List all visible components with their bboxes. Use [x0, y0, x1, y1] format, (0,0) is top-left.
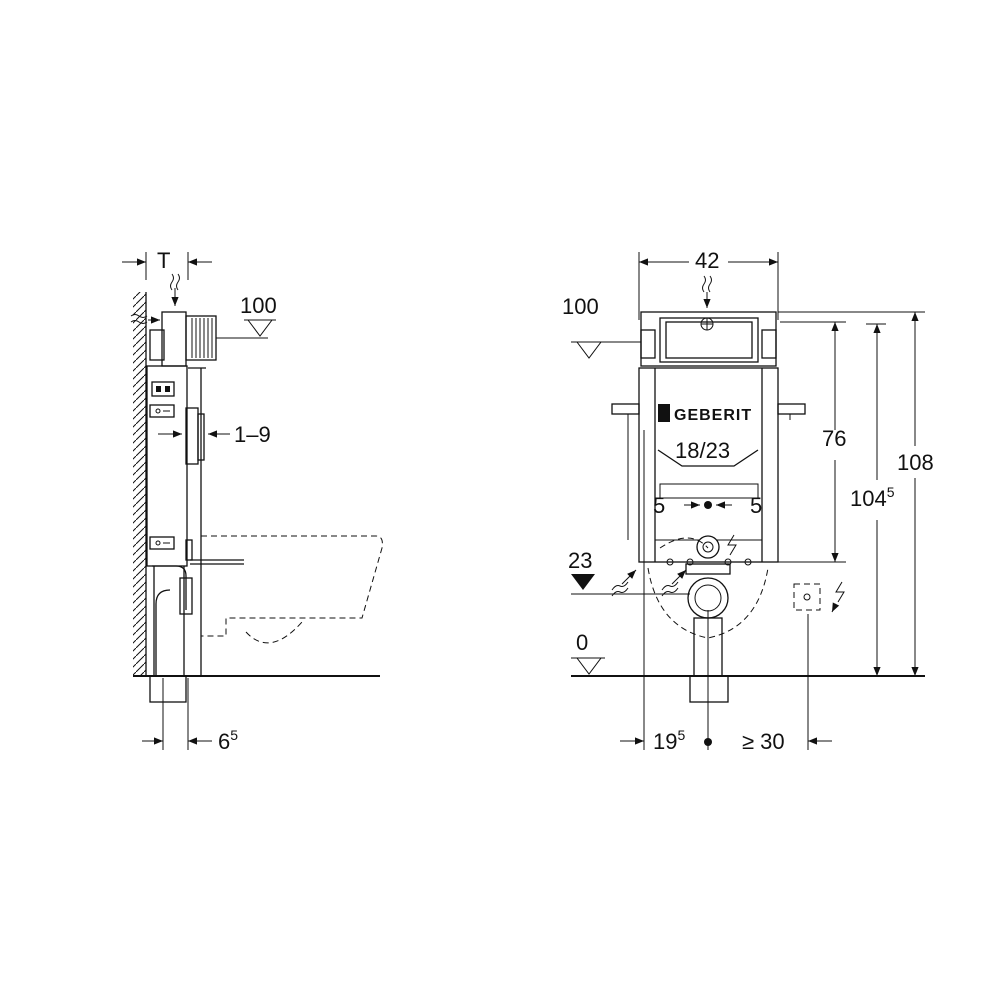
front-bottom-right-label: ≥ 30 — [742, 729, 785, 754]
brand-logo: GEBERIT — [674, 407, 752, 424]
side-adjust-label: 1–9 — [234, 422, 271, 447]
side-view: T 100 — [122, 248, 383, 754]
height-104-label: 1045 — [850, 484, 895, 511]
side-level-100-label: 100 — [240, 293, 277, 318]
flush-dim-label: 18/23 — [675, 438, 730, 463]
level-23-label: 23 — [568, 548, 592, 573]
level-0-label: 0 — [576, 630, 588, 655]
height-76-label: 76 — [822, 426, 846, 451]
flush-plate-grille — [191, 318, 213, 358]
front-bottom-left-label: 195 — [653, 727, 685, 754]
height-108-label: 108 — [897, 450, 934, 475]
front-offset-right-label: 5 — [750, 493, 762, 518]
front-width-label: 42 — [695, 248, 719, 273]
dimension-t-label: T — [157, 248, 170, 273]
front-view: 42 100 GEBERIT 18/23 — [562, 248, 934, 754]
wall-hatch — [133, 292, 146, 676]
side-bottom-dim-label: 65 — [218, 727, 238, 754]
front-offset-left-label: 5 — [653, 493, 665, 518]
front-level-100-label: 100 — [562, 294, 599, 319]
